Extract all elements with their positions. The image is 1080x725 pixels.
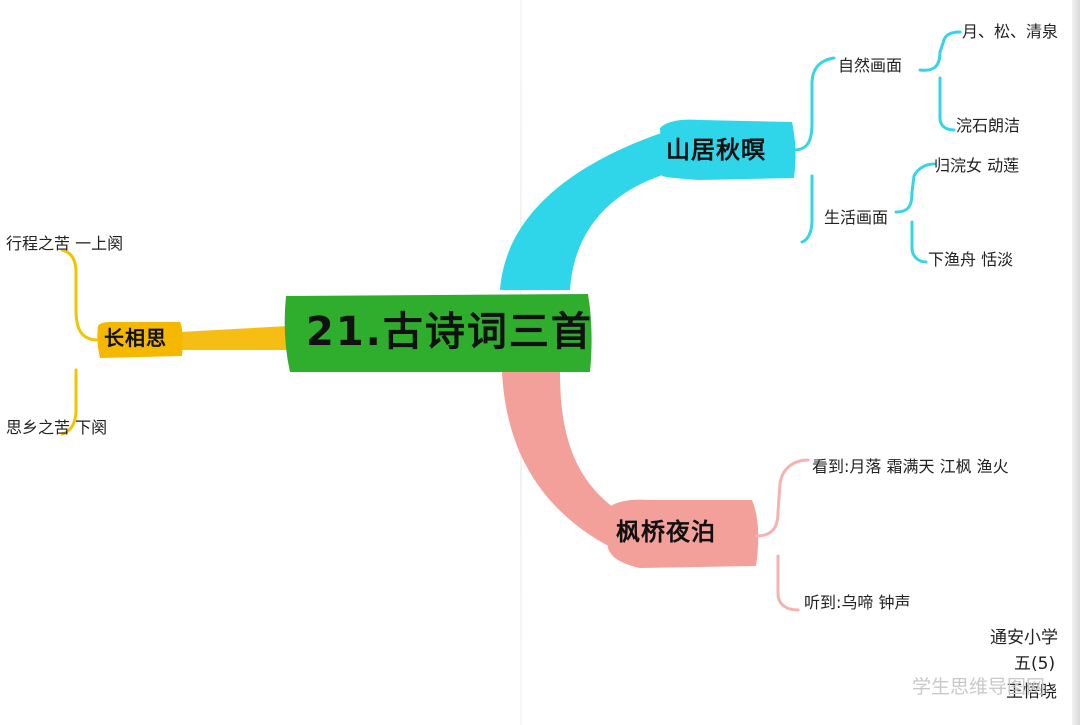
center-node-bg — [284, 294, 592, 372]
shanju-sub2-leaf-1: 归浣女 动莲 — [934, 156, 1020, 175]
shanju-sub1-bracket — [918, 30, 962, 132]
shanju-sub1-label: 自然画面 — [838, 56, 903, 75]
shanju-node-bg — [660, 119, 796, 180]
fengqiao-leaf-1: 看到:月落 霜满天 江枫 渔火 — [812, 457, 1009, 476]
fengqiao-node-bg — [608, 499, 759, 568]
signature-class: 五(5) — [1014, 654, 1056, 674]
changxiangsi-leaf-1: 行程之苦 一上阕 — [6, 234, 124, 253]
watermark: 学生思维导图网 — [912, 676, 1046, 698]
shanju-branch — [500, 130, 672, 290]
center-node-label: 21.古诗词三首 — [306, 309, 593, 355]
fengqiao-bracket — [754, 458, 810, 612]
changxiangsi-node-bg — [97, 322, 183, 358]
shanju-sub1-leaf-2: 浣石朗洁 — [956, 116, 1021, 135]
signature-school: 通安小学 — [990, 628, 1058, 648]
shanju-bracket — [792, 56, 836, 244]
paper-edge — [1072, 0, 1080, 725]
shanju-sub1-leaf-1: 月、松、清泉 — [962, 22, 1059, 41]
fengqiao-leaf-2: 听到:乌啼 钟声 — [804, 593, 911, 612]
shanju-label: 山居秋暝 — [666, 136, 766, 164]
shanju-sub2-bracket — [894, 162, 936, 264]
fengqiao-label: 枫桥夜泊 — [616, 518, 716, 546]
fengqiao-branch — [502, 372, 620, 548]
shanju-sub2-label: 生活画面 — [824, 208, 889, 227]
shanju-sub2-leaf-2: 下渔舟 恬淡 — [928, 250, 1014, 269]
changxiangsi-branch — [180, 326, 288, 350]
changxiangsi-bracket — [60, 248, 100, 436]
signature-name: 王悟晓 — [1006, 682, 1057, 702]
changxiangsi-label: 长相思 — [104, 326, 167, 350]
changxiangsi-leaf-2: 思乡之苦 下阕 — [6, 418, 108, 437]
